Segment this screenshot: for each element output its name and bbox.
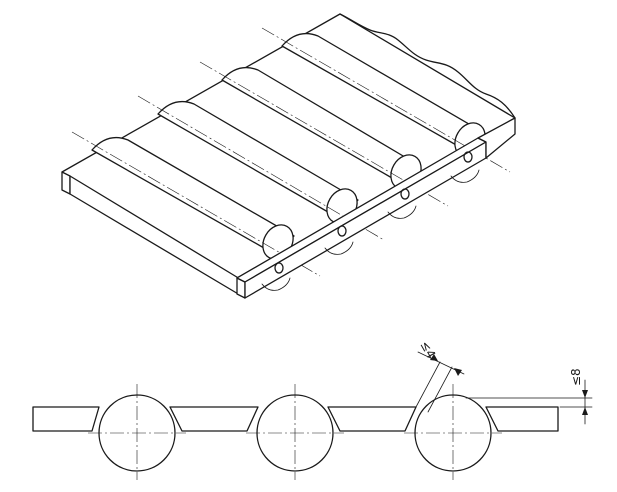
plate-segment-4	[485, 406, 559, 432]
base-plate-left-face	[61, 171, 71, 195]
plate-segment-3	[327, 406, 417, 432]
roller-1	[71, 131, 321, 277]
roller-underside-1	[261, 277, 291, 291]
break-line	[339, 13, 516, 119]
section-view: ≤4 ≤8	[32, 339, 593, 480]
pin-hole-2	[337, 225, 347, 237]
pin-hole-4	[463, 151, 473, 163]
plate-segment-2	[169, 406, 259, 432]
isometric-view	[61, 13, 516, 299]
roller-underside-2	[324, 241, 354, 255]
plate-segment-1	[32, 406, 100, 432]
roller-underside-3	[387, 205, 417, 219]
roller-3	[199, 61, 449, 207]
side-bar-back-right	[477, 117, 516, 159]
pin-hole-3	[400, 188, 410, 200]
roller-underside-4	[450, 169, 480, 183]
pin-hole-1	[274, 262, 284, 274]
height-dimension: ≤8	[465, 368, 593, 425]
height-dimension-label: ≤8	[569, 368, 583, 386]
